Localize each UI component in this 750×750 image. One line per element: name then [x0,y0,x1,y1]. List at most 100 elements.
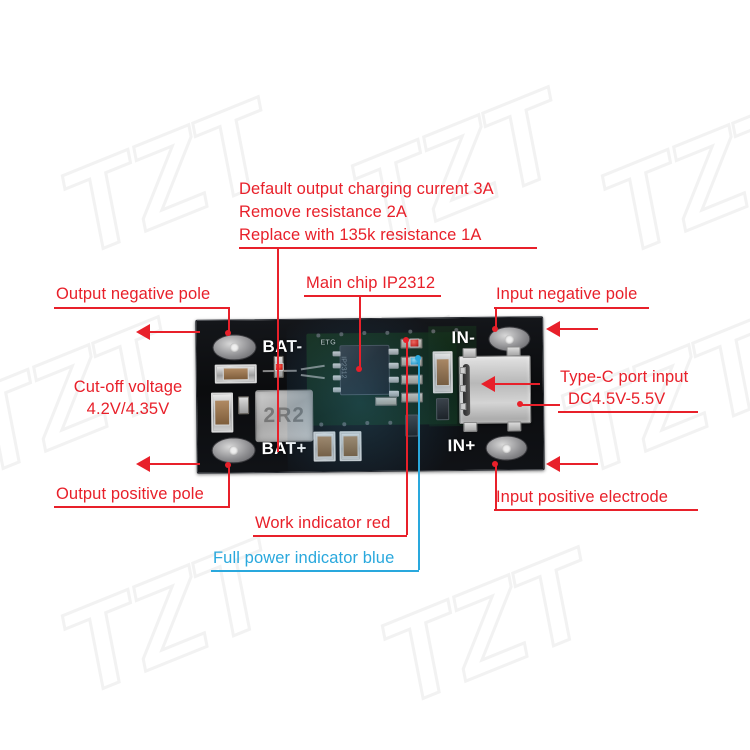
arrow-left-output-negative [136,324,150,340]
pointer-line-typec-arrow [495,383,540,385]
chip-pin [388,348,399,355]
annotation-underline [304,295,441,297]
via [431,329,436,334]
silk-in-minus: IN- [451,327,476,348]
via [408,329,413,334]
main-chip-ip2312: IP2312 [339,344,390,396]
leader-line-output-negative [228,307,230,333]
pointer-line-typec [520,404,560,406]
smd-component [436,398,450,421]
silk-etg: ETG [320,339,337,347]
chip-pin [388,376,399,383]
arrow-left-input-positive [546,456,560,472]
leader-endpoint-full-power-indicator [415,355,421,361]
chip-pin [388,362,399,369]
type-c-tab [460,402,467,411]
smd-resistor [375,396,398,406]
smd-resistor [400,392,424,403]
annotation-default-current-line1: Default output charging current 3A [239,180,494,198]
via [388,420,393,425]
annotation-underline [558,411,698,413]
leader-endpoint-output-negative [225,330,231,336]
via [365,421,370,426]
led-work-red [409,338,420,348]
type-c-shield-foot [506,346,521,357]
arrow-left-typec [481,376,495,392]
annotation-input-negative: Input negative pole [496,285,638,303]
pointer-line-input-positive [560,463,598,465]
silk-bat-minus: BAT- [262,336,303,357]
leader-endpoint-input-negative [492,326,498,332]
pad-hole [229,445,239,455]
via [342,422,347,427]
watermark: TZT [361,526,610,732]
leader-endpoint-main-chip [356,366,362,372]
pad-bat-minus[interactable] [212,334,257,361]
annotation-underline [494,307,649,309]
annotation-typec-line2: DC4.5V-5.5V [568,390,666,408]
chip-pin [332,363,341,369]
via [316,333,321,338]
smd-resistor [342,435,359,458]
annotation-underline [54,506,230,508]
inductor-marking: 2R2 [263,403,306,428]
annotation-default-current-line2: Remove resistance 2A [239,203,407,221]
pad-hole [504,334,514,344]
annotation-full-power-indicator: Full power indicator blue [213,549,395,567]
annotation-default-current-line3: Replace with 135k resistance 1A [239,226,482,244]
smd-component [238,396,250,415]
via [362,331,367,336]
pad-bat-plus[interactable] [211,437,256,464]
leader-line-input-negative [495,307,497,329]
pointer-line-output-negative [150,331,200,333]
smd-resistor [214,399,231,426]
leader-endpoint-output-positive [225,462,231,468]
leader-line-default-current [277,247,279,452]
type-c-tab [459,366,466,375]
annotation-underline [239,247,537,249]
leader-line-input-positive [495,466,497,509]
chip-pin [332,351,341,357]
leader-line-full-power-indicator [418,358,420,570]
smd-resistor [316,435,333,458]
smd-resistor [222,367,249,381]
chip-pin [332,375,341,381]
type-c-shield-foot [463,421,478,433]
via [319,422,324,427]
annotation-output-positive: Output positive pole [56,485,204,503]
annotation-underline [494,509,698,511]
leader-line-work-indicator [406,340,408,535]
watermark: TZT [41,516,290,722]
silk-in-plus: IN+ [447,435,476,456]
type-c-tab [459,384,466,393]
annotation-typec-line1: Type-C port input [560,368,689,386]
pad-hole [502,443,512,453]
pad-hole [229,342,240,352]
leader-endpoint-input-positive [492,461,498,467]
via [385,330,390,335]
pad-in-plus[interactable] [485,435,528,461]
smd-resistor [435,358,450,387]
annotation-output-negative: Output negative pole [56,285,211,303]
pointer-line-output-positive [150,463,200,465]
annotation-underline [253,535,407,537]
leader-line-main-chip [359,295,361,370]
arrow-left-input-negative [546,321,560,337]
chip-pin [332,387,341,393]
annotation-input-positive: Input positive electrode [496,488,669,506]
type-c-shield-foot [507,421,522,432]
annotation-underline [211,570,419,572]
leader-endpoint-typec [517,401,523,407]
annotation-work-indicator: Work indicator red [255,514,391,532]
annotation-underline [54,307,230,309]
type-c-shield-foot [462,347,477,359]
annotation-cutoff-voltage-line2: 4.2V/4.35V [86,400,170,418]
via [339,332,344,337]
pcb-board: BAT- BAT+ IN- IN+ 2R2 [195,316,545,474]
leader-line-output-positive [228,466,230,507]
pointer-line-input-negative [560,328,598,330]
annotation-cutoff-voltage-line1: Cut-off voltage [73,378,183,396]
watermark: TZT [581,76,750,282]
annotation-main-chip: Main chip IP2312 [306,274,436,292]
